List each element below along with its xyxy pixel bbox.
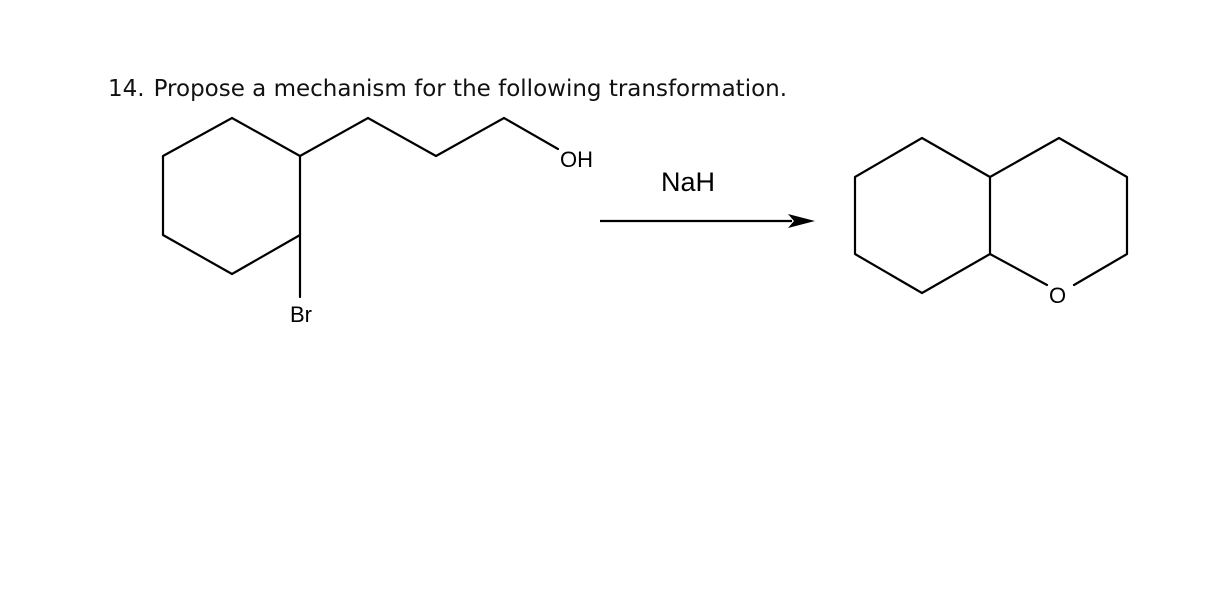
question-prompt: 14. Propose a mechanism for the following… <box>108 76 787 102</box>
question-text: Propose a mechanism for the following tr… <box>153 76 788 102</box>
product-cyclohexane-ring <box>853 136 992 295</box>
bond-c-o <box>988 252 1049 287</box>
reactant-cyclohexane-ring <box>161 116 302 276</box>
arrow-head <box>788 214 815 228</box>
reagent-label: NaH <box>661 167 715 197</box>
question-number: 14. <box>108 76 145 102</box>
hydroxyl-label: OH <box>560 147 593 172</box>
ring-oxygen-label: O <box>1049 283 1066 308</box>
reaction-arrow <box>600 214 815 228</box>
product-structure <box>853 136 1129 295</box>
propanol-chain <box>298 116 560 158</box>
reactant-structure <box>161 116 560 299</box>
bromine-label: Br <box>290 302 312 327</box>
product-pyran-ring <box>988 136 1129 287</box>
